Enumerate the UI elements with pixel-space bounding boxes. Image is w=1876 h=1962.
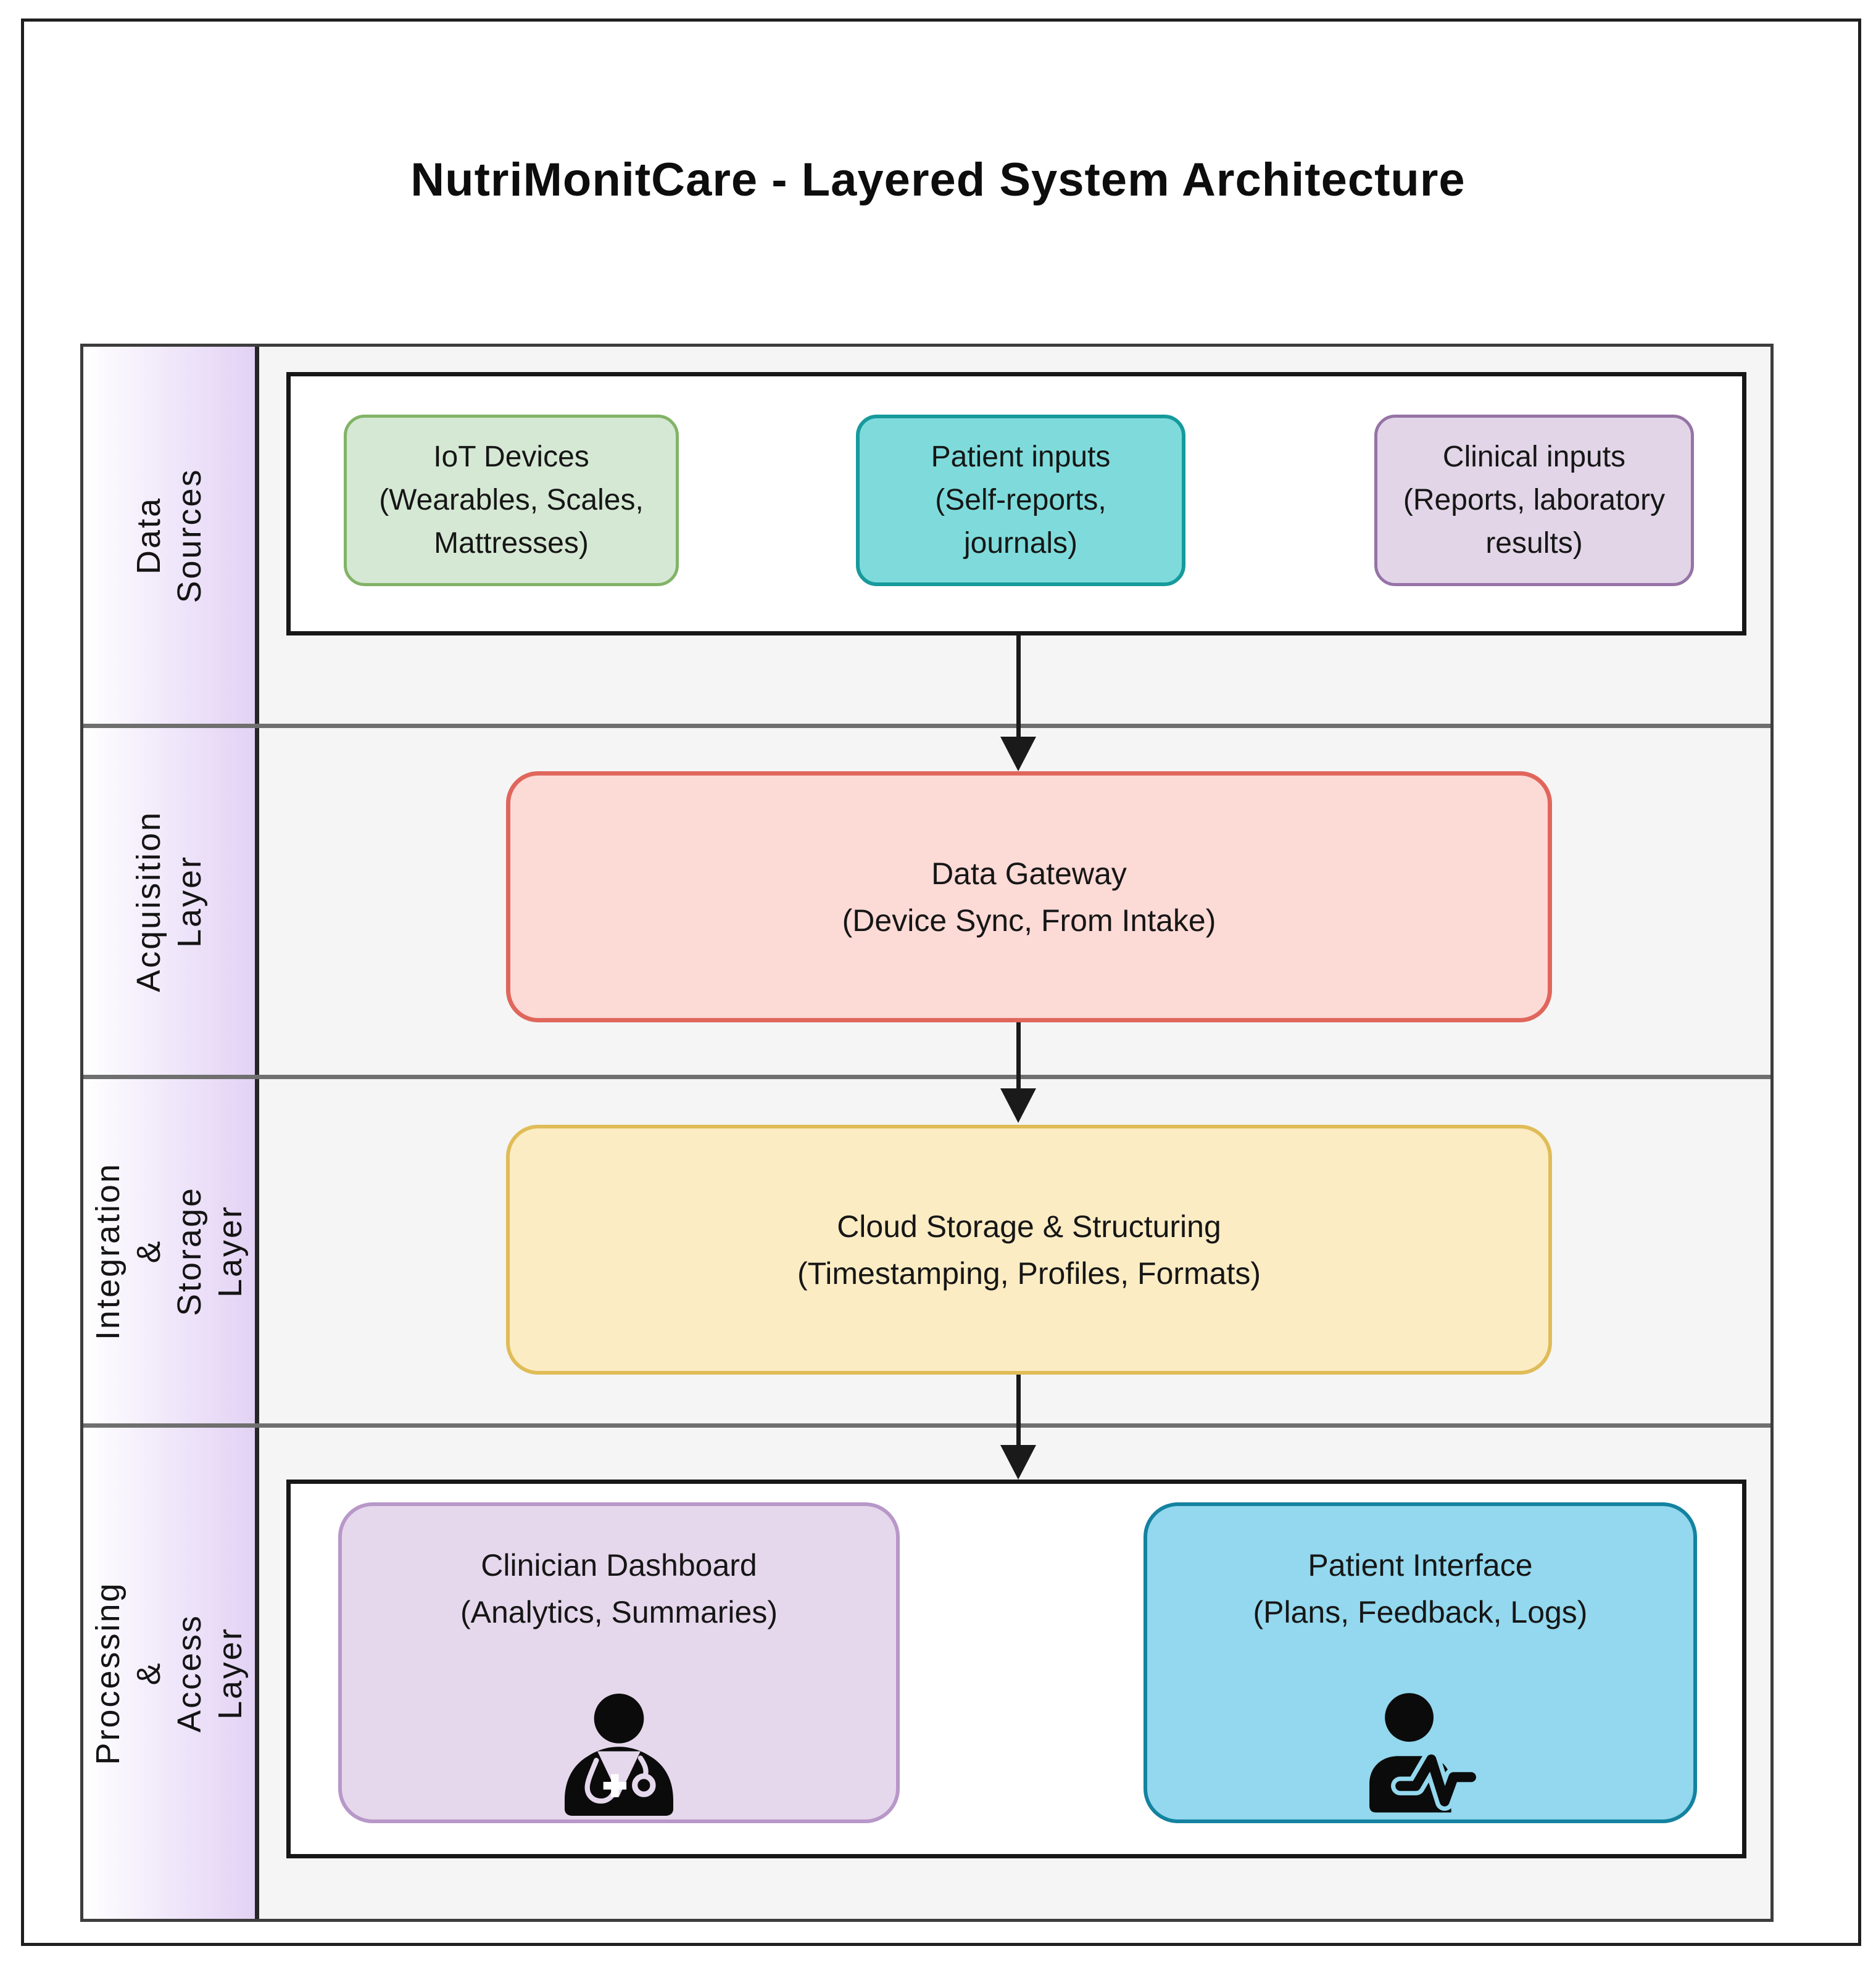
arrow-gateway-to-cloud-shaft <box>1016 1022 1021 1089</box>
node-clinician-dashboard: Clinician Dashboard (Analytics, Summarie… <box>338 1502 900 1823</box>
doctor-icon <box>551 1642 687 1840</box>
arrow-cloud-to-processing-shaft <box>1016 1375 1021 1446</box>
layer-content-acquisition: Data Gateway (Device Sync, From Intake) <box>259 728 1770 1075</box>
layer-label-processing-access: Processing & Access Layer <box>89 1581 249 1765</box>
layer-label-data-sources: Data Sources <box>130 467 208 603</box>
node-clinical-inputs-label: Clinical inputs (Reports, laboratory res… <box>1403 441 1666 560</box>
arrow-gateway-to-cloud-head <box>1000 1088 1036 1123</box>
data-sources-group-frame: IoT Devices (Wearables, Scales, Mattress… <box>286 372 1746 635</box>
layer-content-integration-storage: Cloud Storage & Structuring (Timestampin… <box>259 1079 1770 1423</box>
layer-label-column-integration-storage: Integration & Storage Layer <box>83 1079 259 1423</box>
layer-label-column-processing-access: Processing & Access Layer <box>83 1428 259 1919</box>
layered-diagram: Data Sources IoT Devices (Wearables, Sca… <box>80 344 1774 1922</box>
node-clinical-inputs: Clinical inputs (Reports, laboratory res… <box>1374 415 1694 586</box>
layer-label-integration-storage: Integration & Storage Layer <box>89 1162 249 1341</box>
node-patient-interface: Patient Interface (Plans, Feedback, Logs… <box>1143 1502 1697 1823</box>
arrow-sources-to-gateway-head <box>1000 737 1036 771</box>
layer-band-acquisition: Acquisition Layer Data Gateway (Device S… <box>83 724 1770 1075</box>
node-data-gateway-label: Data Gateway (Device Sync, From Intake) <box>842 856 1216 938</box>
node-data-gateway: Data Gateway (Device Sync, From Intake) <box>506 771 1552 1022</box>
patient-pulse-icon <box>1354 1642 1487 1834</box>
node-patient-inputs-label: Patient inputs (Self-reports, journals) <box>931 441 1111 560</box>
node-iot-devices: IoT Devices (Wearables, Scales, Mattress… <box>344 415 679 586</box>
layer-content-processing-access: Clinician Dashboard (Analytics, Summarie… <box>259 1428 1770 1919</box>
node-cloud-storage: Cloud Storage & Structuring (Timestampin… <box>506 1125 1552 1375</box>
node-patient-inputs: Patient inputs (Self-reports, journals) <box>856 415 1185 586</box>
node-patient-interface-label: Patient Interface (Plans, Feedback, Logs… <box>1253 1548 1588 1629</box>
layer-label-acquisition: Acquisition Layer <box>130 810 208 993</box>
processing-group-frame: Clinician Dashboard (Analytics, Summarie… <box>286 1480 1746 1858</box>
layer-label-column-acquisition: Acquisition Layer <box>83 728 259 1075</box>
node-iot-devices-label: IoT Devices (Wearables, Scales, Mattress… <box>379 441 644 560</box>
node-cloud-storage-label: Cloud Storage & Structuring (Timestampin… <box>797 1209 1261 1291</box>
diagram-title: NutriMonitCare - Layered System Architec… <box>410 154 1466 206</box>
arrow-sources-to-gateway-shaft <box>1016 635 1021 737</box>
layer-band-integration-storage: Integration & Storage Layer Cloud Storag… <box>83 1075 1770 1423</box>
layer-band-data-sources: Data Sources IoT Devices (Wearables, Sca… <box>83 347 1770 724</box>
layer-label-column-data-sources: Data Sources <box>83 347 259 724</box>
layer-band-processing-access: Processing & Access Layer Clinician Dash… <box>83 1423 1770 1919</box>
arrow-cloud-to-processing-head <box>1000 1445 1036 1480</box>
node-clinician-dashboard-label: Clinician Dashboard (Analytics, Summarie… <box>460 1548 778 1629</box>
layer-content-data-sources: IoT Devices (Wearables, Scales, Mattress… <box>259 347 1770 724</box>
